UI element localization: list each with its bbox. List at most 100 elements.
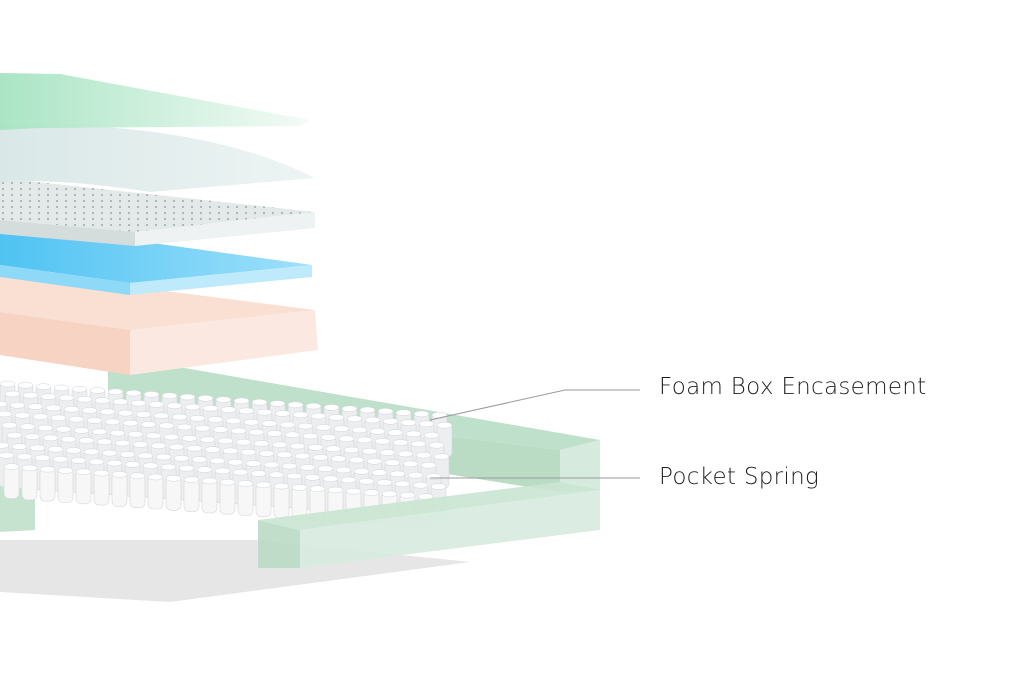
- pocket-spring-top: [248, 428, 265, 436]
- pocket-spring-top: [399, 491, 416, 499]
- pocket-spring-top: [207, 416, 224, 423]
- pocket-spring-top: [0, 452, 15, 459]
- pocket-spring-top: [196, 466, 213, 473]
- pocket-spring-top: [65, 447, 82, 454]
- pocket-spring-top: [101, 449, 118, 457]
- pocket-spring-top: [165, 475, 182, 482]
- pocket-spring-top: [183, 476, 200, 483]
- pocket-spring-top: [161, 392, 178, 399]
- pocket-spring-top: [397, 450, 414, 458]
- pocket-spring-top: [346, 415, 363, 422]
- pocket-spring-top: [292, 411, 309, 419]
- cover-layer: [0, 73, 310, 130]
- pocket-spring-top: [63, 405, 80, 413]
- pocket-spring-top: [232, 468, 249, 476]
- pocket-spring-top: [230, 427, 247, 435]
- pocket-spring-top: [83, 448, 100, 456]
- pocket-spring-top: [70, 457, 87, 464]
- pocket-spring-top: [307, 444, 324, 451]
- pocket-spring-top: [181, 435, 198, 442]
- pocket-spring-top: [0, 380, 16, 388]
- perforated-latex-layer: [0, 178, 315, 246]
- pocket-spring-top: [310, 412, 327, 420]
- pocket-spring-top: [209, 457, 226, 465]
- pocket-spring-top: [381, 490, 398, 498]
- pocket-spring-top: [402, 460, 419, 468]
- pocket-spring-top: [78, 437, 95, 444]
- pocket-spring-top: [215, 396, 232, 403]
- pocket-spring-top: [143, 391, 160, 398]
- pocket-spring-top: [431, 411, 448, 419]
- pocket-spring-top: [389, 470, 406, 478]
- pocket-spring-top: [250, 470, 267, 477]
- pocket-spring-top: [107, 388, 124, 396]
- pocket-spring-top: [3, 463, 20, 470]
- pocket-spring-top: [16, 453, 33, 460]
- pocket-spring-top: [255, 481, 272, 489]
- pocket-spring-top: [287, 401, 304, 409]
- foam-box-encasement-label: Foam Box Encasement: [659, 374, 927, 400]
- pocket-spring-top: [322, 475, 339, 482]
- pocket-spring-top: [147, 473, 164, 481]
- pocket-spring-top: [53, 384, 70, 392]
- pocket-spring-top: [240, 448, 257, 456]
- pocket-spring-top: [81, 407, 98, 414]
- pocket-spring-top: [73, 427, 90, 434]
- pocket-spring-top: [158, 422, 175, 429]
- pocket-spring-top: [297, 422, 314, 430]
- pocket-spring-top: [268, 471, 285, 479]
- pocket-spring-top: [173, 455, 190, 462]
- pocket-spring-top: [171, 413, 188, 421]
- pocket-springs: [0, 380, 453, 529]
- pocket-spring-top: [34, 454, 51, 462]
- pocket-spring-top: [135, 411, 152, 418]
- pocket-spring-top: [258, 450, 275, 457]
- pocket-spring-top: [341, 405, 358, 412]
- pocket-spring-top: [379, 449, 396, 456]
- pocket-spring-top: [227, 458, 244, 466]
- pocket-spring-top: [76, 395, 93, 403]
- pocket-spring-top: [291, 484, 308, 491]
- pocket-spring-top: [202, 405, 219, 412]
- pocket-spring-top: [150, 442, 167, 449]
- pocket-spring-top: [335, 466, 352, 474]
- pocket-spring-top: [245, 460, 262, 467]
- pocket-spring-label: Pocket Spring: [659, 464, 820, 490]
- pocket-spring-top: [256, 408, 273, 416]
- foam-box-front-rail: [258, 482, 600, 568]
- pocket-spring-top: [9, 402, 26, 409]
- pocket-spring-top: [17, 382, 34, 389]
- pocket-spring-top: [168, 443, 185, 451]
- pocket-spring-top: [11, 443, 28, 450]
- pocket-spring-top: [348, 456, 365, 464]
- pocket-spring-top: [219, 478, 236, 486]
- pocket-spring-top: [194, 425, 211, 432]
- pocket-spring-top: [45, 404, 62, 412]
- pocket-spring-top: [32, 413, 49, 420]
- pocket-spring-top: [323, 404, 340, 411]
- pocket-spring-top: [384, 459, 401, 466]
- pocket-spring-top: [176, 423, 193, 431]
- pocket-spring-top: [302, 432, 319, 440]
- pocket-spring-top: [343, 446, 360, 454]
- pocket-spring-top: [99, 408, 116, 416]
- pocket-spring-top: [304, 474, 321, 481]
- pocket-spring-top: [433, 453, 450, 460]
- pocket-spring-top: [243, 418, 260, 426]
- pocket-spring-top: [395, 409, 412, 416]
- pocket-spring-top: [237, 480, 254, 487]
- pocket-spring-top: [413, 410, 430, 418]
- pocket-spring-top: [1, 422, 18, 429]
- pocket-spring-top: [222, 447, 239, 455]
- pocket-spring-top: [366, 458, 383, 465]
- pocket-spring-top: [299, 464, 316, 471]
- pocket-spring-top: [111, 471, 128, 478]
- pocket-spring-top: [338, 435, 355, 442]
- pocket-spring-top: [163, 433, 180, 441]
- pocket-spring-top: [0, 400, 8, 408]
- pocket-spring-top: [410, 440, 427, 448]
- pocket-spring-top: [22, 392, 39, 399]
- pocket-spring-top: [382, 418, 399, 425]
- pocket-spring-top: [351, 426, 368, 434]
- pocket-spring-top: [405, 430, 422, 438]
